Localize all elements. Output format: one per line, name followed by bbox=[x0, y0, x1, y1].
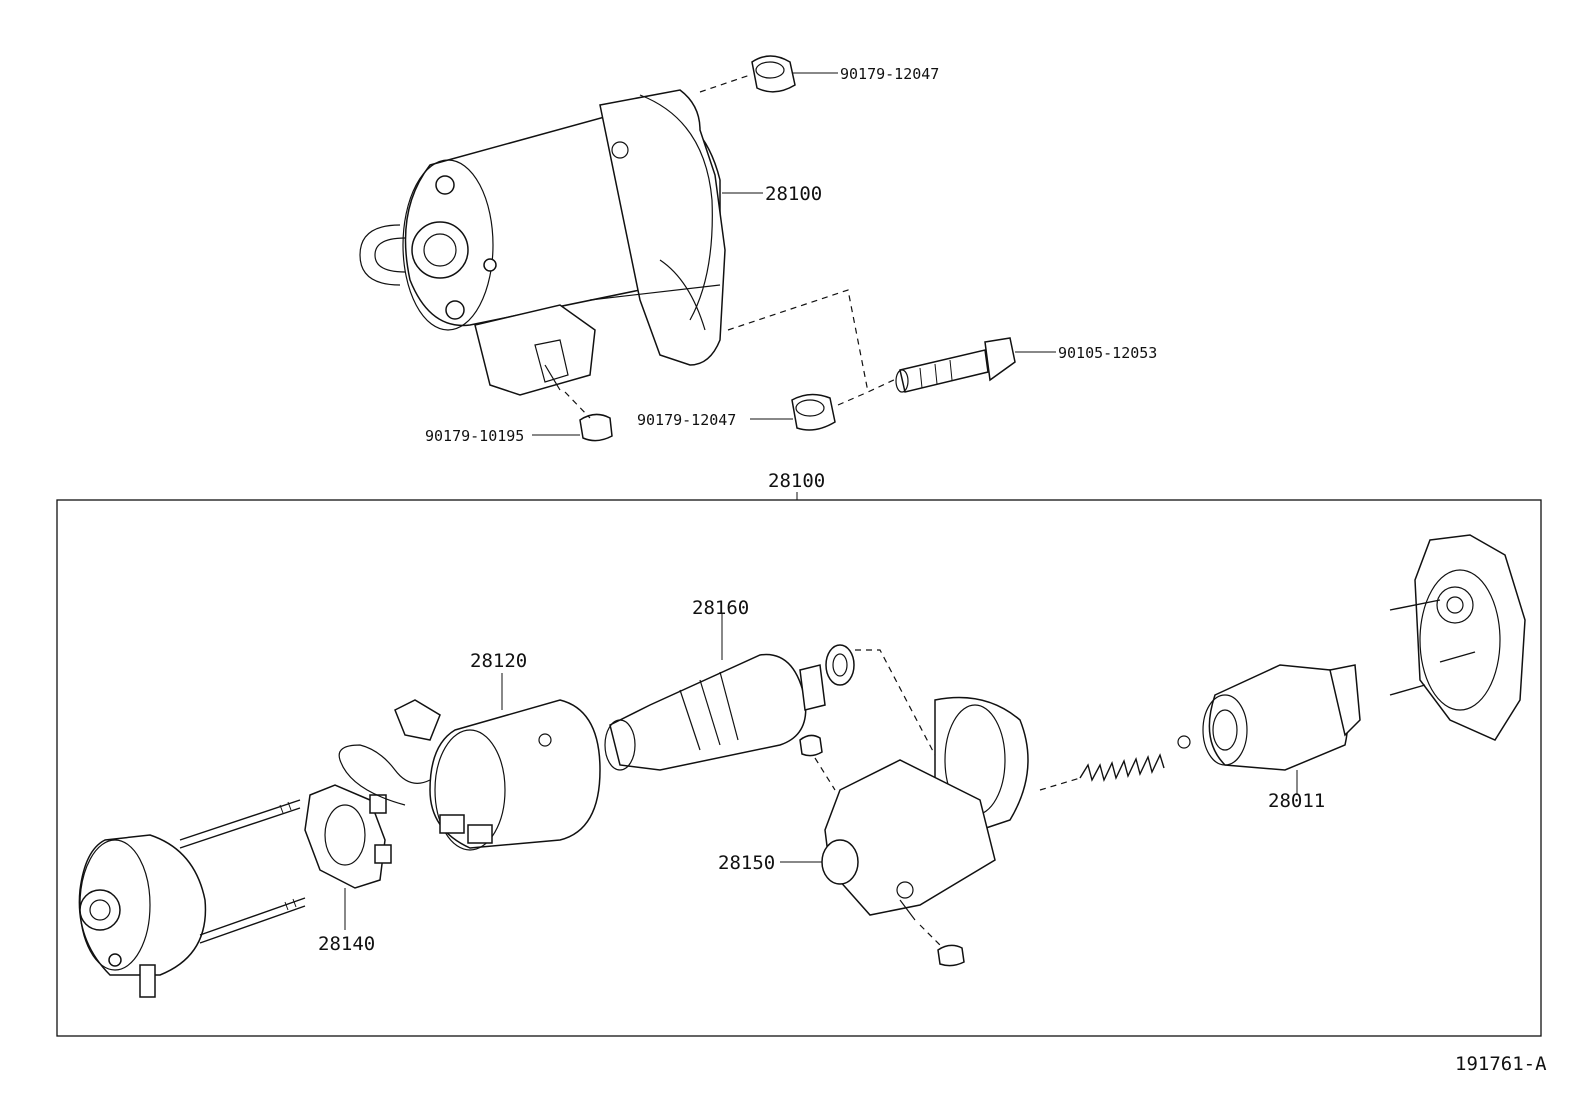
bolt-drawing bbox=[895, 337, 1016, 393]
exploded-view-frame bbox=[56, 499, 1542, 1037]
label-terminal-nut: 90179-10195 bbox=[425, 427, 524, 445]
label-magnetic-switch: 28150 bbox=[718, 852, 775, 874]
label-brush-holder: 28140 bbox=[318, 933, 375, 955]
clutch-drawing bbox=[1202, 664, 1361, 771]
starter-assembly-drawing bbox=[359, 89, 726, 396]
magnetic-switch-drawing bbox=[821, 696, 1029, 921]
end-cover-drawing bbox=[78, 799, 306, 998]
label-nut-bottom: 90179-12047 bbox=[637, 411, 736, 429]
spring-drawing bbox=[1079, 735, 1191, 783]
washer-drawing bbox=[825, 644, 855, 686]
label-yoke: 28120 bbox=[470, 650, 527, 672]
label-clutch-starter: 28011 bbox=[1268, 790, 1325, 812]
armature-drawing bbox=[604, 653, 826, 771]
nut-top-drawing bbox=[751, 55, 796, 93]
label-armature: 28160 bbox=[692, 597, 749, 619]
terminal-nut-drawing bbox=[579, 413, 613, 442]
cap-drawing bbox=[799, 734, 823, 757]
label-starter-assembly: 28100 bbox=[765, 183, 822, 205]
yoke-drawing bbox=[338, 699, 601, 851]
label-exploded-group: 28100 bbox=[768, 470, 825, 492]
drive-frame-drawing bbox=[1389, 534, 1526, 741]
reference-code: 191761-A bbox=[1455, 1053, 1547, 1075]
label-nut-top: 90179-12047 bbox=[840, 65, 939, 83]
label-bolt: 90105-12053 bbox=[1058, 344, 1157, 362]
brush-holder-drawing bbox=[304, 784, 392, 889]
nut-bottom-drawing bbox=[791, 393, 836, 431]
